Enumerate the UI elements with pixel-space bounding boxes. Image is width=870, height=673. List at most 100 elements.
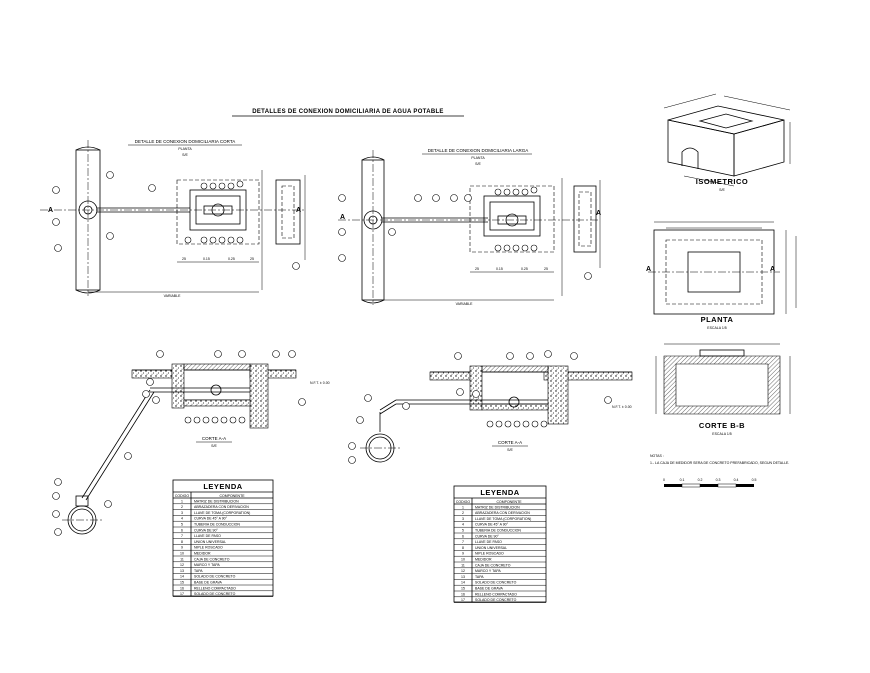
scale-tick-4: 0.4 xyxy=(734,478,739,482)
box-plan-detail: A A PLANTA ESCALA 1/5 xyxy=(646,221,797,330)
legend-row-code: 7 xyxy=(181,534,183,538)
section-long-level-note: N.F.T. ± 0.00 xyxy=(612,405,632,409)
plan-short-detail: DETALLE DE CONEXION DOMICILIARIA CORTA P… xyxy=(40,139,306,298)
legend-row-code: 13 xyxy=(461,575,465,579)
plan-long-dim-4: 25 xyxy=(544,267,548,271)
legend-row-code: 16 xyxy=(180,586,184,590)
legend-row-component: MEDIDOR xyxy=(475,558,492,562)
legend-row-component: MEDIDOR xyxy=(194,552,211,556)
legend-right-col-code: CODIGO xyxy=(456,500,470,504)
legend-row-code: 15 xyxy=(180,581,184,585)
isometric-title: ISOMETRICO xyxy=(696,177,749,186)
legend-row-code: 3 xyxy=(181,511,183,515)
scale-tick-5: 0.5 xyxy=(752,478,757,482)
section-short-detail: N.F.T. ± 0.00 CORTE A-A S/E xyxy=(52,350,330,536)
legend-row-component: LLAVE DE TOMA (CORPORATION) xyxy=(194,511,250,515)
scale-bar: 0 0.1 0.2 0.3 0.4 0.5 xyxy=(663,478,757,488)
section-short-scale: S/E xyxy=(211,444,217,448)
isometric-detail: ISOMETRICO S/E xyxy=(663,93,791,192)
legend-row-code: 17 xyxy=(461,598,465,602)
plan-short-title: DETALLE DE CONEXION DOMICILIARIA CORTA xyxy=(135,139,236,144)
legend-row-component: TAPA xyxy=(475,575,484,579)
box-plan-title: PLANTA xyxy=(701,315,734,324)
legend-row-code: 13 xyxy=(180,569,184,573)
plan-short-scale: S/E xyxy=(182,153,188,157)
notes-heading: NOTAS : xyxy=(650,454,664,458)
plan-long-dim-2: 0.15 xyxy=(496,267,503,271)
legend-left-col-code: CODIGO xyxy=(175,494,189,498)
legend-row-code: 1 xyxy=(462,505,464,509)
notes-line-1: 1.- LA CAJA DE MEDIDOR SERA DE CONCRETO … xyxy=(650,461,789,465)
legend-row-component: CURVA DE 45° A 90° xyxy=(194,517,228,521)
legend-row-code: 3 xyxy=(462,517,464,521)
plan-short-dim-4: 25 xyxy=(250,257,254,261)
legend-row-component: ABRAZADERA CON DERIVACION xyxy=(475,511,530,515)
legend-row-component: LLAVE DE PASO xyxy=(194,534,221,538)
legend-left-col-component: COMPONENTE xyxy=(219,494,245,498)
main-title: DETALLES DE CONEXION DOMICILIARIA DE AGU… xyxy=(252,109,443,115)
legend-row-component: UNION UNIVERSAL xyxy=(475,546,507,550)
legend-row-code: 8 xyxy=(462,546,464,550)
box-plan-section-a-right: A xyxy=(770,266,775,273)
legend-row-component: BASE DE GRAVA xyxy=(475,587,504,591)
legend-row-component: SOLADO DE CONCRETO xyxy=(194,575,236,579)
legend-row-code: 9 xyxy=(462,552,464,556)
legend-row-component: NIPLE ROSCADO xyxy=(475,552,504,556)
legend-row-component: CURVA DE 90° xyxy=(475,534,499,538)
legend-row-code: 12 xyxy=(461,569,465,573)
plan-short-section-a-right: A xyxy=(296,207,301,214)
legend-row-component: CAJA DE CONCRETO xyxy=(475,563,511,567)
legend-left-title: LEYENDA xyxy=(203,482,242,491)
legend-row-code: 11 xyxy=(180,557,184,561)
plan-long-section-a-right: A xyxy=(596,210,601,217)
section-short-level-note: N.F.T. ± 0.00 xyxy=(310,381,330,385)
legend-row-code: 1 xyxy=(181,499,183,503)
legend-left: LEYENDA CODIGO COMPONENTE 1 MATRIZ DE DIS… xyxy=(172,479,274,597)
legend-row-component: UNION UNIVERSAL xyxy=(194,540,226,544)
legend-row-code: 5 xyxy=(462,529,464,533)
legend-row-code: 2 xyxy=(181,505,183,509)
legend-row-component: RELLENO COMPACTADO xyxy=(475,592,517,596)
legend-row-code: 15 xyxy=(461,587,465,591)
plan-short-bottom-dim: VARIABLE xyxy=(164,294,182,298)
legend-row-component: LLAVE DE TOMA (CORPORATION) xyxy=(475,517,531,521)
plan-long-title: DETALLE DE CONEXION DOMICILIARIA LARGA xyxy=(428,148,528,153)
plan-long-section-a-left: A xyxy=(340,214,345,221)
plan-short-dim-1: 25 xyxy=(182,257,186,261)
legend-row-component: TUBERIA DE CONDUCCION xyxy=(194,523,240,527)
plan-long-subtitle: PLANTA xyxy=(471,156,485,160)
legend-row-code: 6 xyxy=(181,528,183,532)
section-short-title: CORTE A-A xyxy=(202,436,226,441)
scale-tick-0: 0 xyxy=(663,478,665,482)
legend-row-component: CURVA DE 45° A 90° xyxy=(475,523,509,527)
plan-short-dim-2: 0.15 xyxy=(203,257,210,261)
legend-row-code: 2 xyxy=(462,511,464,515)
box-plan-section-a-left: A xyxy=(646,266,651,273)
legend-row-component: BASE DE GRAVA xyxy=(194,581,223,585)
legend-row-code: 11 xyxy=(461,563,465,567)
legend-row-component: TUBERIA DE CONDUCCION xyxy=(475,529,521,533)
legend-row-component: CAJA DE CONCRETO xyxy=(194,557,230,561)
box-section-scale: ESCALA 1/5 xyxy=(712,432,732,436)
legend-right-title: LEYENDA xyxy=(480,488,519,497)
section-long-title: CORTE A-A xyxy=(498,440,522,445)
box-section-title: CORTE B-B xyxy=(699,421,745,430)
plan-long-dim-1: 25 xyxy=(475,267,479,271)
legend-row-code: 17 xyxy=(180,592,184,596)
section-long-scale: S/E xyxy=(507,448,513,452)
legend-row-code: 16 xyxy=(461,592,465,596)
legend-row-component: TAPA xyxy=(194,569,203,573)
legend-row-component: SOLADO DE CONCRETO xyxy=(475,581,517,585)
legend-row-code: 7 xyxy=(462,540,464,544)
legend-row-code: 10 xyxy=(461,558,465,562)
isometric-scale: S/E xyxy=(719,188,725,192)
legend-row-component: MARCO Y TAPA xyxy=(475,569,501,573)
legend-row-code: 10 xyxy=(180,552,184,556)
legend-right-col-component: COMPONENTE xyxy=(496,500,522,504)
legend-row-component: MATRIZ DE DISTRIBUCION xyxy=(194,499,239,503)
legend-row-component: RELLENO COMPACTADO xyxy=(194,586,236,590)
legend-row-component: LLAVE DE PASO xyxy=(475,540,502,544)
legend-row-code: 14 xyxy=(461,581,465,585)
legend-row-code: 4 xyxy=(462,523,464,527)
